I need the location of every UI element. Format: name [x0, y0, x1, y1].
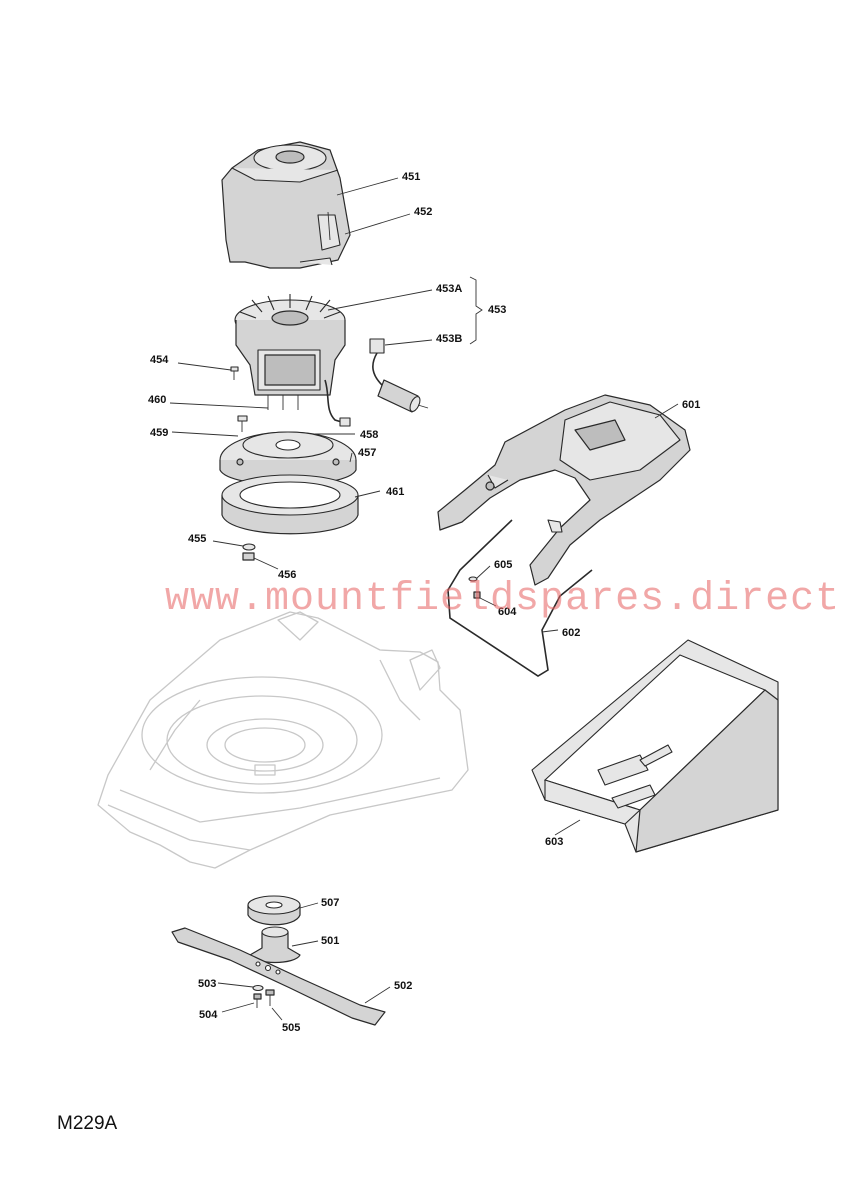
callout-503: 503 — [198, 978, 216, 990]
bolt-505 — [265, 989, 275, 1006]
group-brace — [469, 276, 483, 345]
callout-458: 458 — [360, 429, 378, 441]
callout-507: 507 — [321, 897, 339, 909]
callout-452: 452 — [414, 206, 432, 218]
callout-602: 602 — [562, 627, 580, 639]
callout-605: 605 — [494, 559, 512, 571]
blade-boss-501 — [249, 926, 301, 964]
callout-603: 603 — [545, 836, 563, 848]
callout-453a: 453A — [436, 283, 462, 295]
callout-502: 502 — [394, 980, 412, 992]
callout-453: 453 — [488, 304, 506, 316]
bolt-504 — [253, 993, 262, 1008]
washer-605 — [468, 576, 478, 582]
bolt-604 — [473, 591, 481, 599]
callout-604: 604 — [498, 606, 517, 618]
blade-spacer-507 — [247, 895, 301, 926]
grass-box — [531, 639, 779, 853]
cutting-blade — [171, 927, 386, 1026]
callout-461: 461 — [386, 486, 404, 498]
callout-451: 451 — [402, 171, 420, 183]
capacitor — [369, 338, 429, 413]
callout-460: 460 — [148, 394, 166, 406]
wire-bail — [447, 519, 593, 677]
callout-454: 454 — [150, 354, 169, 366]
screw-459 — [237, 415, 248, 432]
callout-457: 457 — [358, 447, 376, 459]
motor-cover — [221, 141, 351, 269]
website-watermark: www.mountfieldspares.direct — [165, 577, 841, 622]
mower-deck-outline — [97, 611, 469, 869]
callout-456: 456 — [278, 569, 296, 581]
motor-with-fan — [234, 294, 351, 427]
callout-505: 505 — [282, 1022, 300, 1034]
washer-455 — [242, 543, 256, 551]
upper-handle — [437, 394, 691, 586]
screw-454 — [230, 366, 239, 380]
washer-503 — [252, 984, 264, 992]
nut-456 — [242, 552, 255, 561]
callout-504: 504 — [199, 1009, 218, 1021]
callout-455: 455 — [188, 533, 206, 545]
callout-601: 601 — [682, 399, 700, 411]
callout-453b: 453B — [436, 333, 462, 345]
callout-501: 501 — [321, 935, 339, 947]
callout-459: 459 — [150, 427, 168, 439]
diagram-code: M229A — [57, 1113, 118, 1134]
lower-housing-ring — [221, 474, 359, 535]
